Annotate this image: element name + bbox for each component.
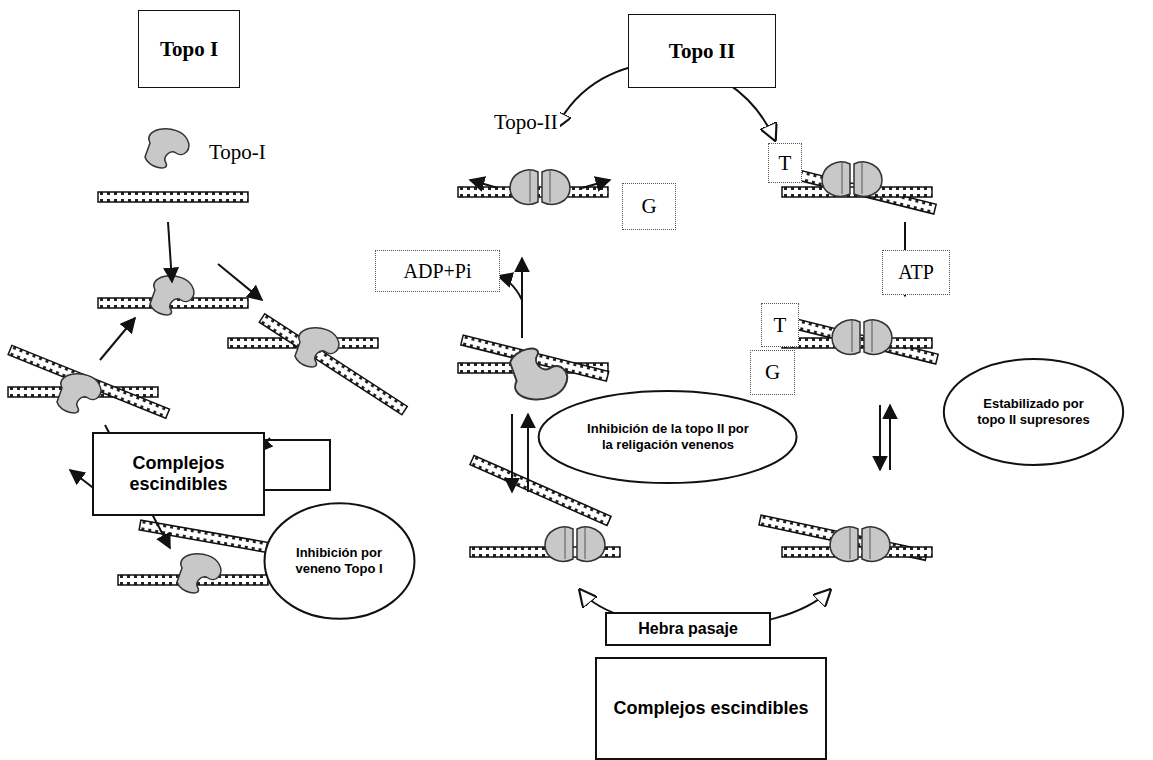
node-text: Topo II xyxy=(669,39,735,63)
callout-ellipse: Estabilizado por topo II supresores xyxy=(942,358,1125,466)
ellipse-outline xyxy=(944,359,1123,465)
segment-box: T xyxy=(768,143,802,183)
segment-box: G xyxy=(750,350,795,395)
cofactor-box: ADP+Pi xyxy=(375,250,500,292)
label-box: Complejos escindibles xyxy=(595,657,827,760)
cofactor-box: ATP xyxy=(882,250,950,295)
node-text: G xyxy=(641,194,656,218)
node-text: T xyxy=(779,151,792,175)
cycle-arrow xyxy=(255,63,905,627)
ellipse-outline xyxy=(539,391,797,483)
node-text: ATP xyxy=(898,261,934,284)
dna-strand xyxy=(458,162,938,561)
node-text: Inhibición por veneno Topo I xyxy=(289,545,389,576)
node-text: Inhibición de la topo II por la religaci… xyxy=(580,421,756,452)
enzyme-label: Topo-I xyxy=(207,140,268,165)
segment-box: T xyxy=(761,303,799,347)
node-text: Complejos escindibles xyxy=(613,698,808,719)
ellipse-outline xyxy=(264,503,414,619)
node-text: G xyxy=(765,360,780,384)
node-text: Hebra pasaje xyxy=(638,620,738,638)
segment-box: G xyxy=(622,183,676,230)
node-text: ADP+Pi xyxy=(404,260,472,283)
enzyme-label: Topo-II xyxy=(492,110,560,135)
title-box: Topo I xyxy=(138,10,240,88)
node-text: Complejos escindibles xyxy=(94,453,263,494)
label-box: Hebra pasaje xyxy=(605,612,771,646)
title-box: Topo II xyxy=(628,14,776,88)
callout-ellipse: Inhibición por veneno Topo I xyxy=(263,502,416,620)
callout-ellipse: Inhibición de la topo II por la religaci… xyxy=(536,390,799,484)
node-text: Estabilizado por topo II supresores xyxy=(975,396,1093,427)
node-text: T xyxy=(774,313,787,337)
node-text: Topo I xyxy=(160,37,218,61)
label-box: Complejos escindibles xyxy=(92,432,265,516)
cycle-arrow xyxy=(70,222,270,548)
